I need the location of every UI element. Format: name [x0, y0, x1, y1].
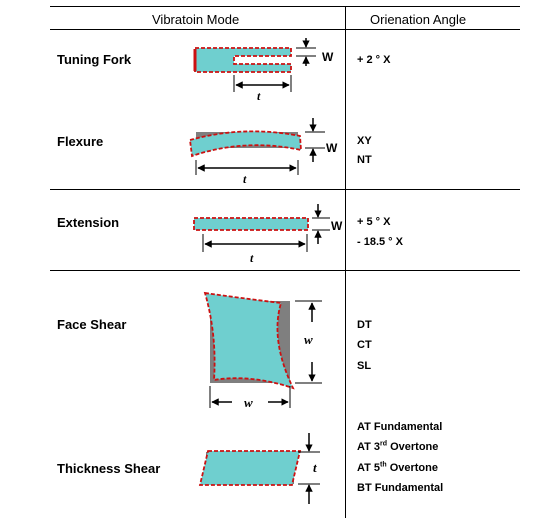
face-shear-diagram: w w — [203, 291, 322, 410]
angle-extension-2: - 18.5 ° X — [357, 236, 403, 248]
angle-extension-1: + 5 ° X — [357, 216, 391, 228]
dim-flexure-w: W — [326, 141, 338, 155]
dim-face-shear-w-horizontal: w — [244, 395, 253, 410]
angle-face-shear-3: SL — [357, 360, 372, 372]
mode-flexure: Flexure — [57, 134, 104, 149]
row-divider-2 — [50, 270, 520, 271]
angle-flexure-2: NT — [357, 154, 372, 166]
header-divider — [50, 29, 520, 30]
flexure-diagram: W t — [189, 118, 338, 186]
table-top-border — [50, 6, 520, 7]
angle-thickness-shear-2: AT 3rd Overtone — [357, 440, 439, 453]
column-divider — [345, 6, 346, 518]
angle-face-shear-2: CT — [357, 339, 372, 351]
dim-flexure-t: t — [243, 172, 247, 186]
angle-flexure-1: XY — [357, 135, 372, 147]
header-vibration-mode: Vibratoin Mode — [152, 12, 240, 27]
mode-face-shear: Face Shear — [57, 317, 127, 332]
dim-face-shear-w-vertical: w — [304, 332, 313, 347]
header-orientation-angle: Orienation Angle — [370, 12, 467, 27]
dim-extension-w: W — [331, 219, 343, 233]
mode-tuning-fork: Tuning Fork — [57, 52, 132, 67]
dim-tuning-fork-w: W — [322, 50, 334, 64]
mode-extension: Extension — [57, 215, 120, 230]
dim-thickness-shear-t: t — [313, 460, 317, 475]
dim-tuning-fork-t: t — [257, 89, 261, 103]
mode-thickness-shear: Thickness Shear — [57, 461, 161, 476]
dim-extension-t: t — [250, 251, 254, 265]
row-divider-1 — [50, 189, 520, 190]
angle-thickness-shear-3: AT 5th Overtone — [357, 461, 438, 474]
angle-thickness-shear-4: BT Fundamental — [357, 482, 444, 494]
extension-diagram: W t — [193, 204, 343, 265]
angle-tuning-fork-1: + 2 ° X — [357, 54, 391, 66]
angle-face-shear-1: DT — [357, 319, 372, 331]
thickness-shear-diagram: t — [198, 433, 320, 504]
tuning-fork-diagram: W t — [193, 38, 334, 103]
angle-thickness-shear-1: AT Fundamental — [357, 421, 443, 433]
